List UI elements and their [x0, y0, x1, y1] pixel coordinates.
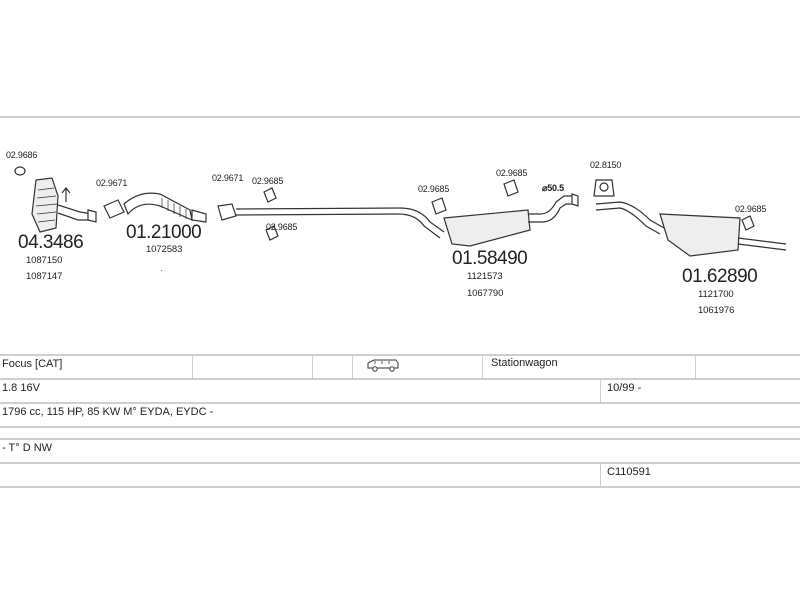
bracket-code-label: 02.9671	[96, 178, 128, 188]
oe-ref-label: 1072583	[146, 244, 183, 255]
part-code-label: 04.3486	[18, 232, 84, 253]
bracket-code-label: 02.9685	[266, 222, 298, 232]
oe-ref-label: 1067790	[467, 288, 504, 299]
bracket-code-label: 02.9685	[418, 184, 450, 194]
flange-clamp-2	[217, 203, 237, 221]
middle-muffler	[443, 209, 531, 247]
rubber-hanger-icon-2	[265, 225, 279, 241]
engine-cell: 1.8 16V	[2, 382, 40, 394]
pipe-diameter-label: ⌀50.5	[542, 183, 564, 193]
car-wagon-icon	[366, 358, 400, 375]
rubber-ring-icon	[593, 179, 615, 197]
bracket-code-label: 02.8150	[590, 160, 622, 170]
rubber-hanger-icon-5	[741, 215, 755, 231]
oe-ref-label: 1061976	[698, 305, 735, 316]
oe-ref-label: 1087150	[26, 255, 63, 266]
top-frame-line	[0, 116, 800, 118]
flange-clamp	[103, 199, 125, 219]
intermediate-pipe	[235, 207, 445, 239]
arrow-icon	[61, 187, 71, 202]
bracket-code-label: 02.9685	[735, 204, 767, 214]
model-cell: Focus [CAT]	[2, 358, 63, 370]
bracket-code-label: 02.9686	[6, 150, 38, 160]
date-range-cell: 10/99 -	[607, 382, 642, 394]
part-code-label: 01.58490	[452, 248, 528, 269]
rubber-hanger-icon-3	[431, 197, 447, 215]
rear-connecting-pipe	[528, 195, 576, 223]
bracket-code-label: 02.9685	[496, 168, 528, 178]
bracket-code-label: 02.9685	[252, 176, 284, 186]
tail-pipe	[737, 237, 787, 251]
reference-code-cell: C110591	[607, 466, 651, 478]
part-code-label: 01.62890	[682, 266, 758, 287]
front-pipe	[57, 204, 93, 221]
oe-ref-label: 1087147	[26, 271, 63, 282]
bracket-code-label: 02.9671	[212, 173, 244, 183]
oe-ref-label: 1121700	[698, 289, 734, 300]
stray-mark: ·	[160, 266, 163, 275]
rubber-hanger-icon-4	[503, 179, 519, 197]
specs-cell: 1796 cc, 115 HP, 85 KW M° EYDA, EYDC -	[2, 406, 214, 418]
note-cell: - T° D NW	[2, 442, 53, 454]
tail-pipe-inlet	[595, 201, 665, 235]
part-code-label: 01.21000	[126, 222, 202, 243]
oe-ref-label: 1121573	[467, 271, 503, 282]
ring-clamp-icon	[14, 166, 26, 176]
flex-pipe	[123, 192, 193, 222]
body-type-cell: Stationwagon	[491, 357, 558, 369]
rubber-hanger-icon	[263, 187, 277, 203]
rear-muffler	[659, 213, 741, 257]
